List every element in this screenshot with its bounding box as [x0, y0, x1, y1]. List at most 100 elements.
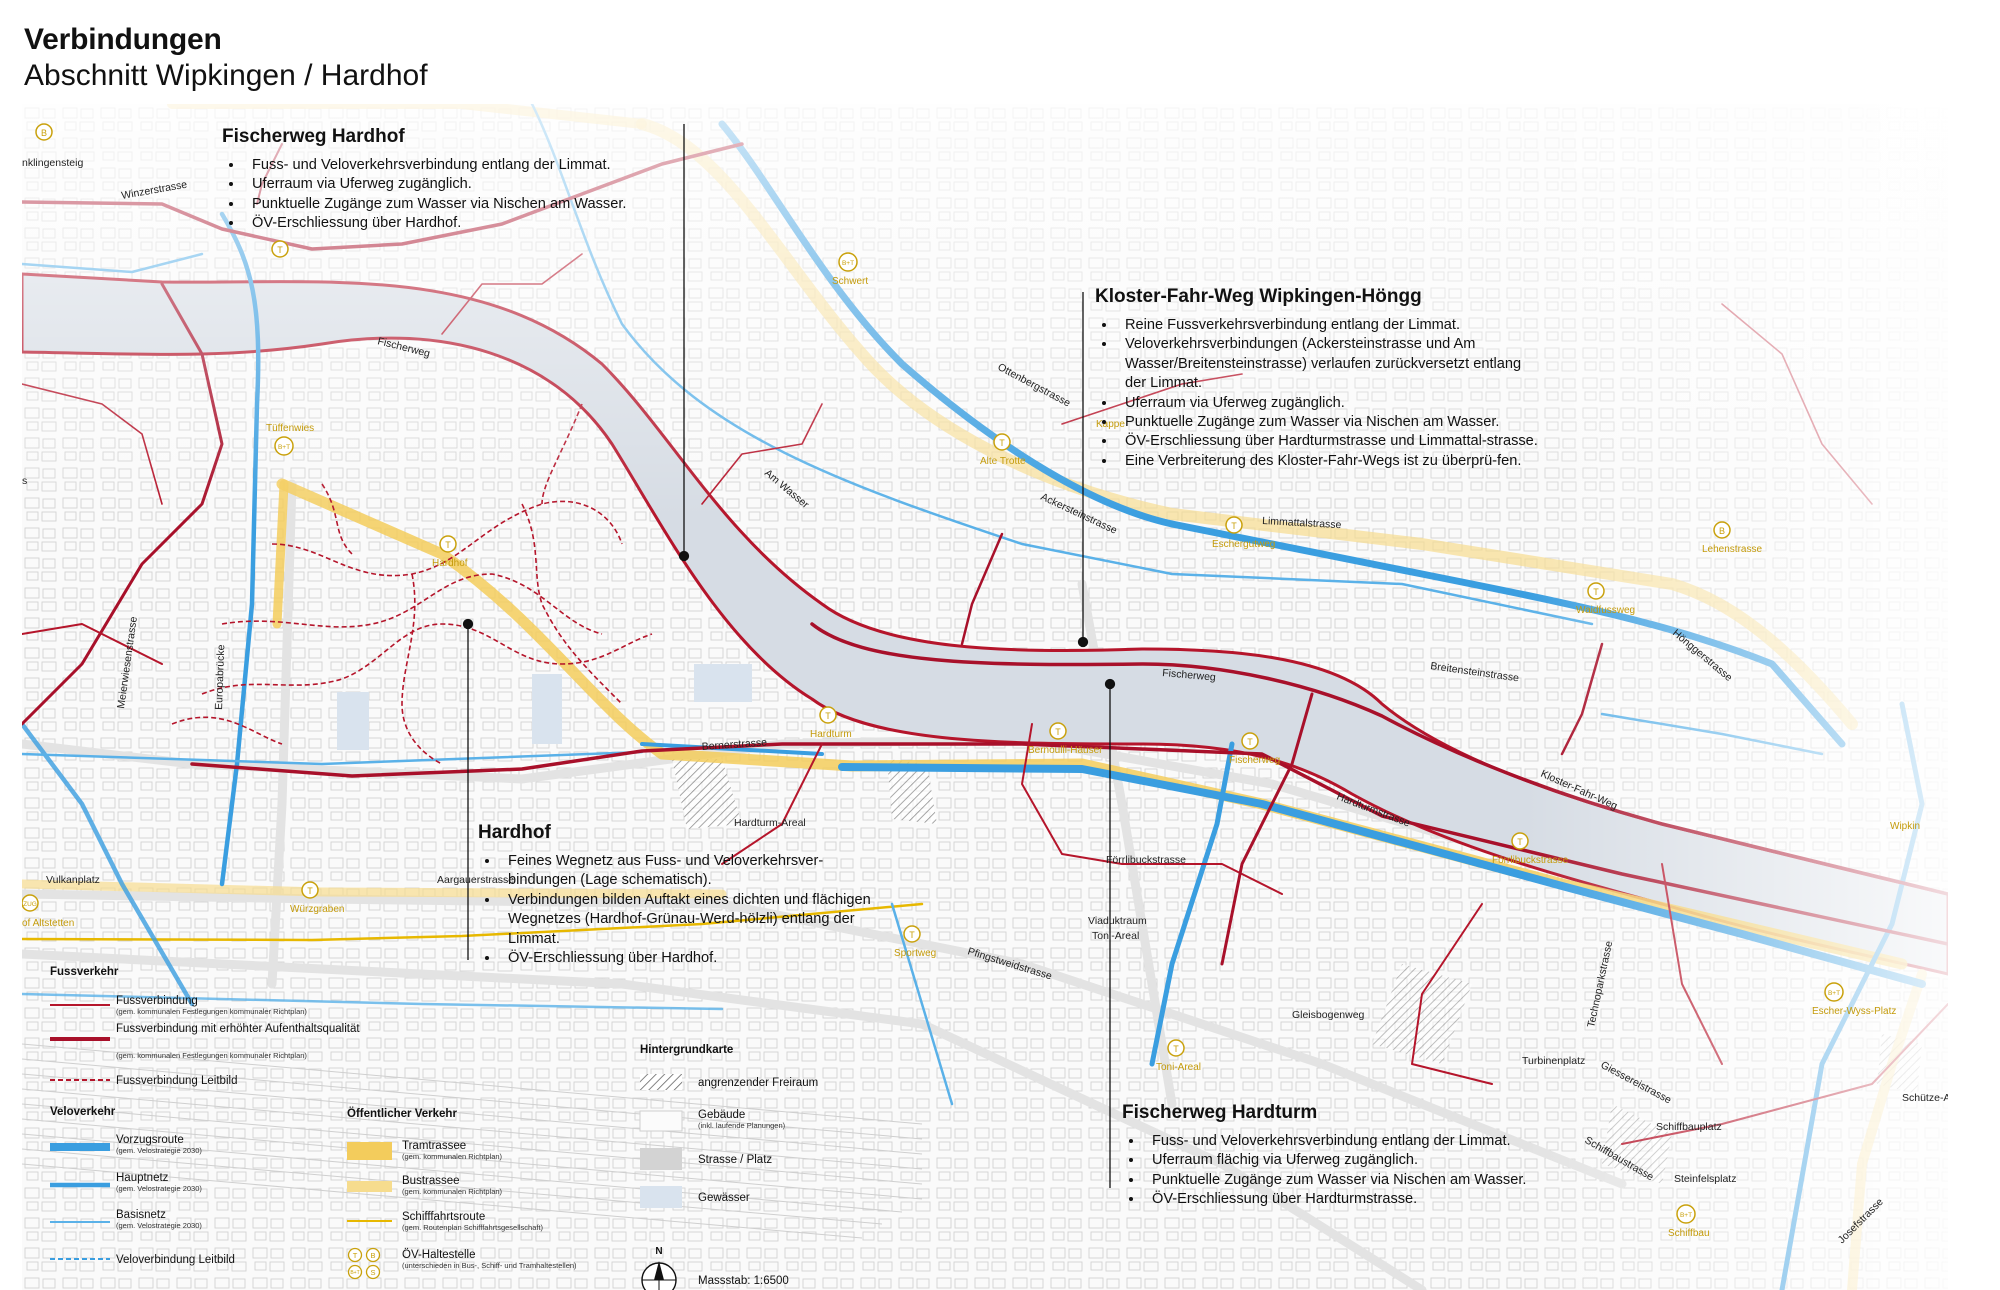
stop-label: Kappe	[1096, 419, 1125, 430]
svg-text:T: T	[999, 438, 1005, 448]
svg-text:B: B	[370, 1251, 375, 1260]
callout-hardhof: Hardhof Feines Wegnetz aus Fuss- und Vel…	[478, 822, 878, 968]
svg-text:N: N	[655, 1246, 662, 1257]
stop-tram-icon: T Hardturm	[810, 706, 852, 740]
stop-label: Fischerweg	[1229, 755, 1280, 766]
svg-text:T: T	[1593, 587, 1599, 597]
svg-text:ZUG: ZUG	[23, 901, 37, 908]
legend-swatch-strasse	[640, 1148, 682, 1170]
stop-label: Eschergutweg	[1212, 539, 1275, 550]
stop-label: of Altstetten	[22, 918, 74, 929]
callout-item: Uferraum via Uferweg zugänglich.	[244, 175, 682, 194]
stop-label: Würzgraben	[290, 904, 344, 915]
callout-item: Uferraum via Uferweg zugänglich.	[1117, 394, 1545, 413]
page-title: Verbindungen	[24, 23, 222, 56]
legend-stop-ship-icon: S	[365, 1264, 381, 1280]
callout-leaders	[462, 124, 1116, 1188]
stop-tram-icon: T Würzgraben	[290, 881, 344, 915]
callout-item: Fuss- und Veloverkehrsverbindung entlang…	[1144, 1132, 1602, 1151]
legend-swatch-bustrassee	[347, 1181, 392, 1192]
callout-item: Fuss- und Veloverkehrsverbindung entlang…	[244, 156, 682, 175]
street-label: Gleisbogenweg	[1292, 1009, 1365, 1021]
callout-item: Punktuelle Zugänge zum Wasser via Nische…	[1144, 1171, 1602, 1190]
legend-label: Basisnetz	[116, 1209, 166, 1221]
legend-label: Strasse / Platz	[698, 1154, 772, 1166]
callout-item: Feines Wegnetz aus Fuss- und Veloverkehr…	[500, 852, 878, 891]
svg-text:T: T	[1517, 837, 1523, 847]
svg-text:T: T	[909, 930, 915, 940]
street-label: Fischerweg	[1162, 667, 1217, 684]
svg-text:T: T	[1231, 521, 1237, 531]
callout-item: ÖV-Erschliessung über Hardhof.	[500, 949, 878, 968]
page-subtitle: Abschnitt Wipkingen / Hardhof	[24, 59, 428, 92]
stop-label: Schwert	[832, 276, 868, 287]
svg-text:B+T: B+T	[1680, 1212, 1692, 1219]
stop-label: Escher-Wyss-Platz	[1812, 1006, 1896, 1017]
stop-combined-icon: B+T Schwert	[832, 252, 868, 287]
callout-kloster-fahr-weg: Kloster-Fahr-Weg Wipkingen-Höngg Reine F…	[1095, 286, 1545, 471]
svg-text:B: B	[41, 128, 47, 138]
north-arrow-icon: N	[641, 1246, 677, 1290]
legend-stop-combined-icon: B+T	[347, 1264, 363, 1280]
street-label: nklingensteig	[22, 157, 83, 169]
street-label: Limmattalstrasse	[1262, 515, 1342, 531]
stop-label: Sportweg	[894, 948, 936, 959]
legend: Fussverkehr Fussverbindung (gem. kommuna…	[50, 966, 818, 1290]
stop-tram-icon: T Waidfussweg	[1576, 582, 1635, 616]
callout-title: Fischerweg Hardhof	[222, 126, 405, 147]
callout-item: Verbindungen bilden Auftakt eines dichte…	[500, 891, 878, 949]
callout-item: Veloverkehrsverbindungen (Ackersteinstra…	[1117, 335, 1545, 393]
legend-label: Bustrassee	[402, 1175, 460, 1187]
legend-note: (gem. Velostrategie 2030)	[116, 1184, 202, 1193]
stop-tram-icon: T Sportweg	[894, 925, 936, 959]
stop-label: Hardturm	[810, 729, 852, 740]
legend-swatch-gebaeude	[639, 1110, 683, 1132]
legend-note: (gem. kommunalen Festlegungen kommunaler…	[116, 1007, 307, 1016]
svg-text:T: T	[1247, 737, 1253, 747]
legend-swatch-tramtrassee	[347, 1142, 392, 1160]
stop-tram-icon: T Toni-Areal	[1156, 1039, 1201, 1073]
legend-label: Fussverbindung	[116, 995, 198, 1007]
legend-heading-veloverkehr: Veloverkehr	[50, 1106, 116, 1118]
street-label: Aargauerstrasse	[437, 874, 514, 886]
svg-text:T: T	[277, 245, 283, 255]
callout-title: Hardhof	[478, 822, 551, 843]
callout-item: Reine Fussverkehrsverbindung entlang der…	[1117, 316, 1545, 335]
svg-text:T: T	[825, 711, 831, 721]
legend-heading-fussverkehr: Fussverkehr	[50, 966, 119, 978]
callout-item: ÖV-Erschliessung über Hardturmstrasse.	[1144, 1190, 1602, 1209]
callout-title: Kloster-Fahr-Weg Wipkingen-Höngg	[1095, 286, 1422, 307]
legend-label: Fussverbindung Leitbild	[116, 1075, 237, 1087]
stop-combined-icon: B+T Schiffbau	[1668, 1204, 1710, 1239]
stop-combined-icon: B+T Tüffenwies	[266, 423, 314, 456]
callout-fischerweg-hardhof: Fischerweg Hardhof Fuss- und Veloverkehr…	[222, 126, 682, 234]
svg-text:B+T: B+T	[842, 260, 854, 267]
legend-note: (gem. Velostrategie 2030)	[116, 1221, 202, 1230]
svg-text:S: S	[370, 1268, 375, 1277]
stop-label: Schiffbau	[1668, 1228, 1710, 1239]
legend-label: ÖV-Haltestelle	[402, 1249, 476, 1261]
callout-item: Eine Verbreiterung des Kloster-Fahr-Wegs…	[1117, 452, 1545, 471]
street-label: Turbinenplatz	[1522, 1055, 1585, 1067]
street-label: Viaduktraum	[1088, 915, 1147, 927]
street-label: Schiffbauplatz	[1656, 1121, 1722, 1133]
legend-label: Schifffahrtsroute	[402, 1211, 485, 1223]
map: nklingensteig Winzerstrasse Fischerweg O…	[22, 104, 1948, 1290]
svg-text:B+T: B+T	[1828, 990, 1840, 997]
legend-stop-tram-icon: T	[347, 1247, 363, 1263]
street-label: Vulkanplatz	[46, 874, 100, 886]
callout-item: Punktuelle Zugänge zum Wasser via Nische…	[244, 195, 682, 214]
svg-text:T: T	[307, 886, 313, 896]
callout-item: ÖV-Erschliessung über Hardturmstrasse un…	[1117, 432, 1545, 451]
stop-combined-icon: B+T Escher-Wyss-Platz	[1812, 982, 1896, 1017]
legend-heading-oev: Öffentlicher Verkehr	[347, 1107, 457, 1120]
svg-text:T: T	[445, 540, 451, 550]
legend-label: Gebäude	[698, 1109, 745, 1121]
street-label: Steinfelsplatz	[1674, 1173, 1736, 1185]
street-label: Toni-Areal	[1092, 930, 1139, 942]
legend-label: Tramtrassee	[402, 1140, 466, 1152]
svg-text:T: T	[1173, 1044, 1179, 1054]
legend-heading-hintergrund: Hintergrundkarte	[640, 1044, 733, 1056]
street-label: Schütze-Ar	[1902, 1092, 1948, 1104]
stop-zug-icon: ZUG of Altstetten	[22, 894, 74, 929]
